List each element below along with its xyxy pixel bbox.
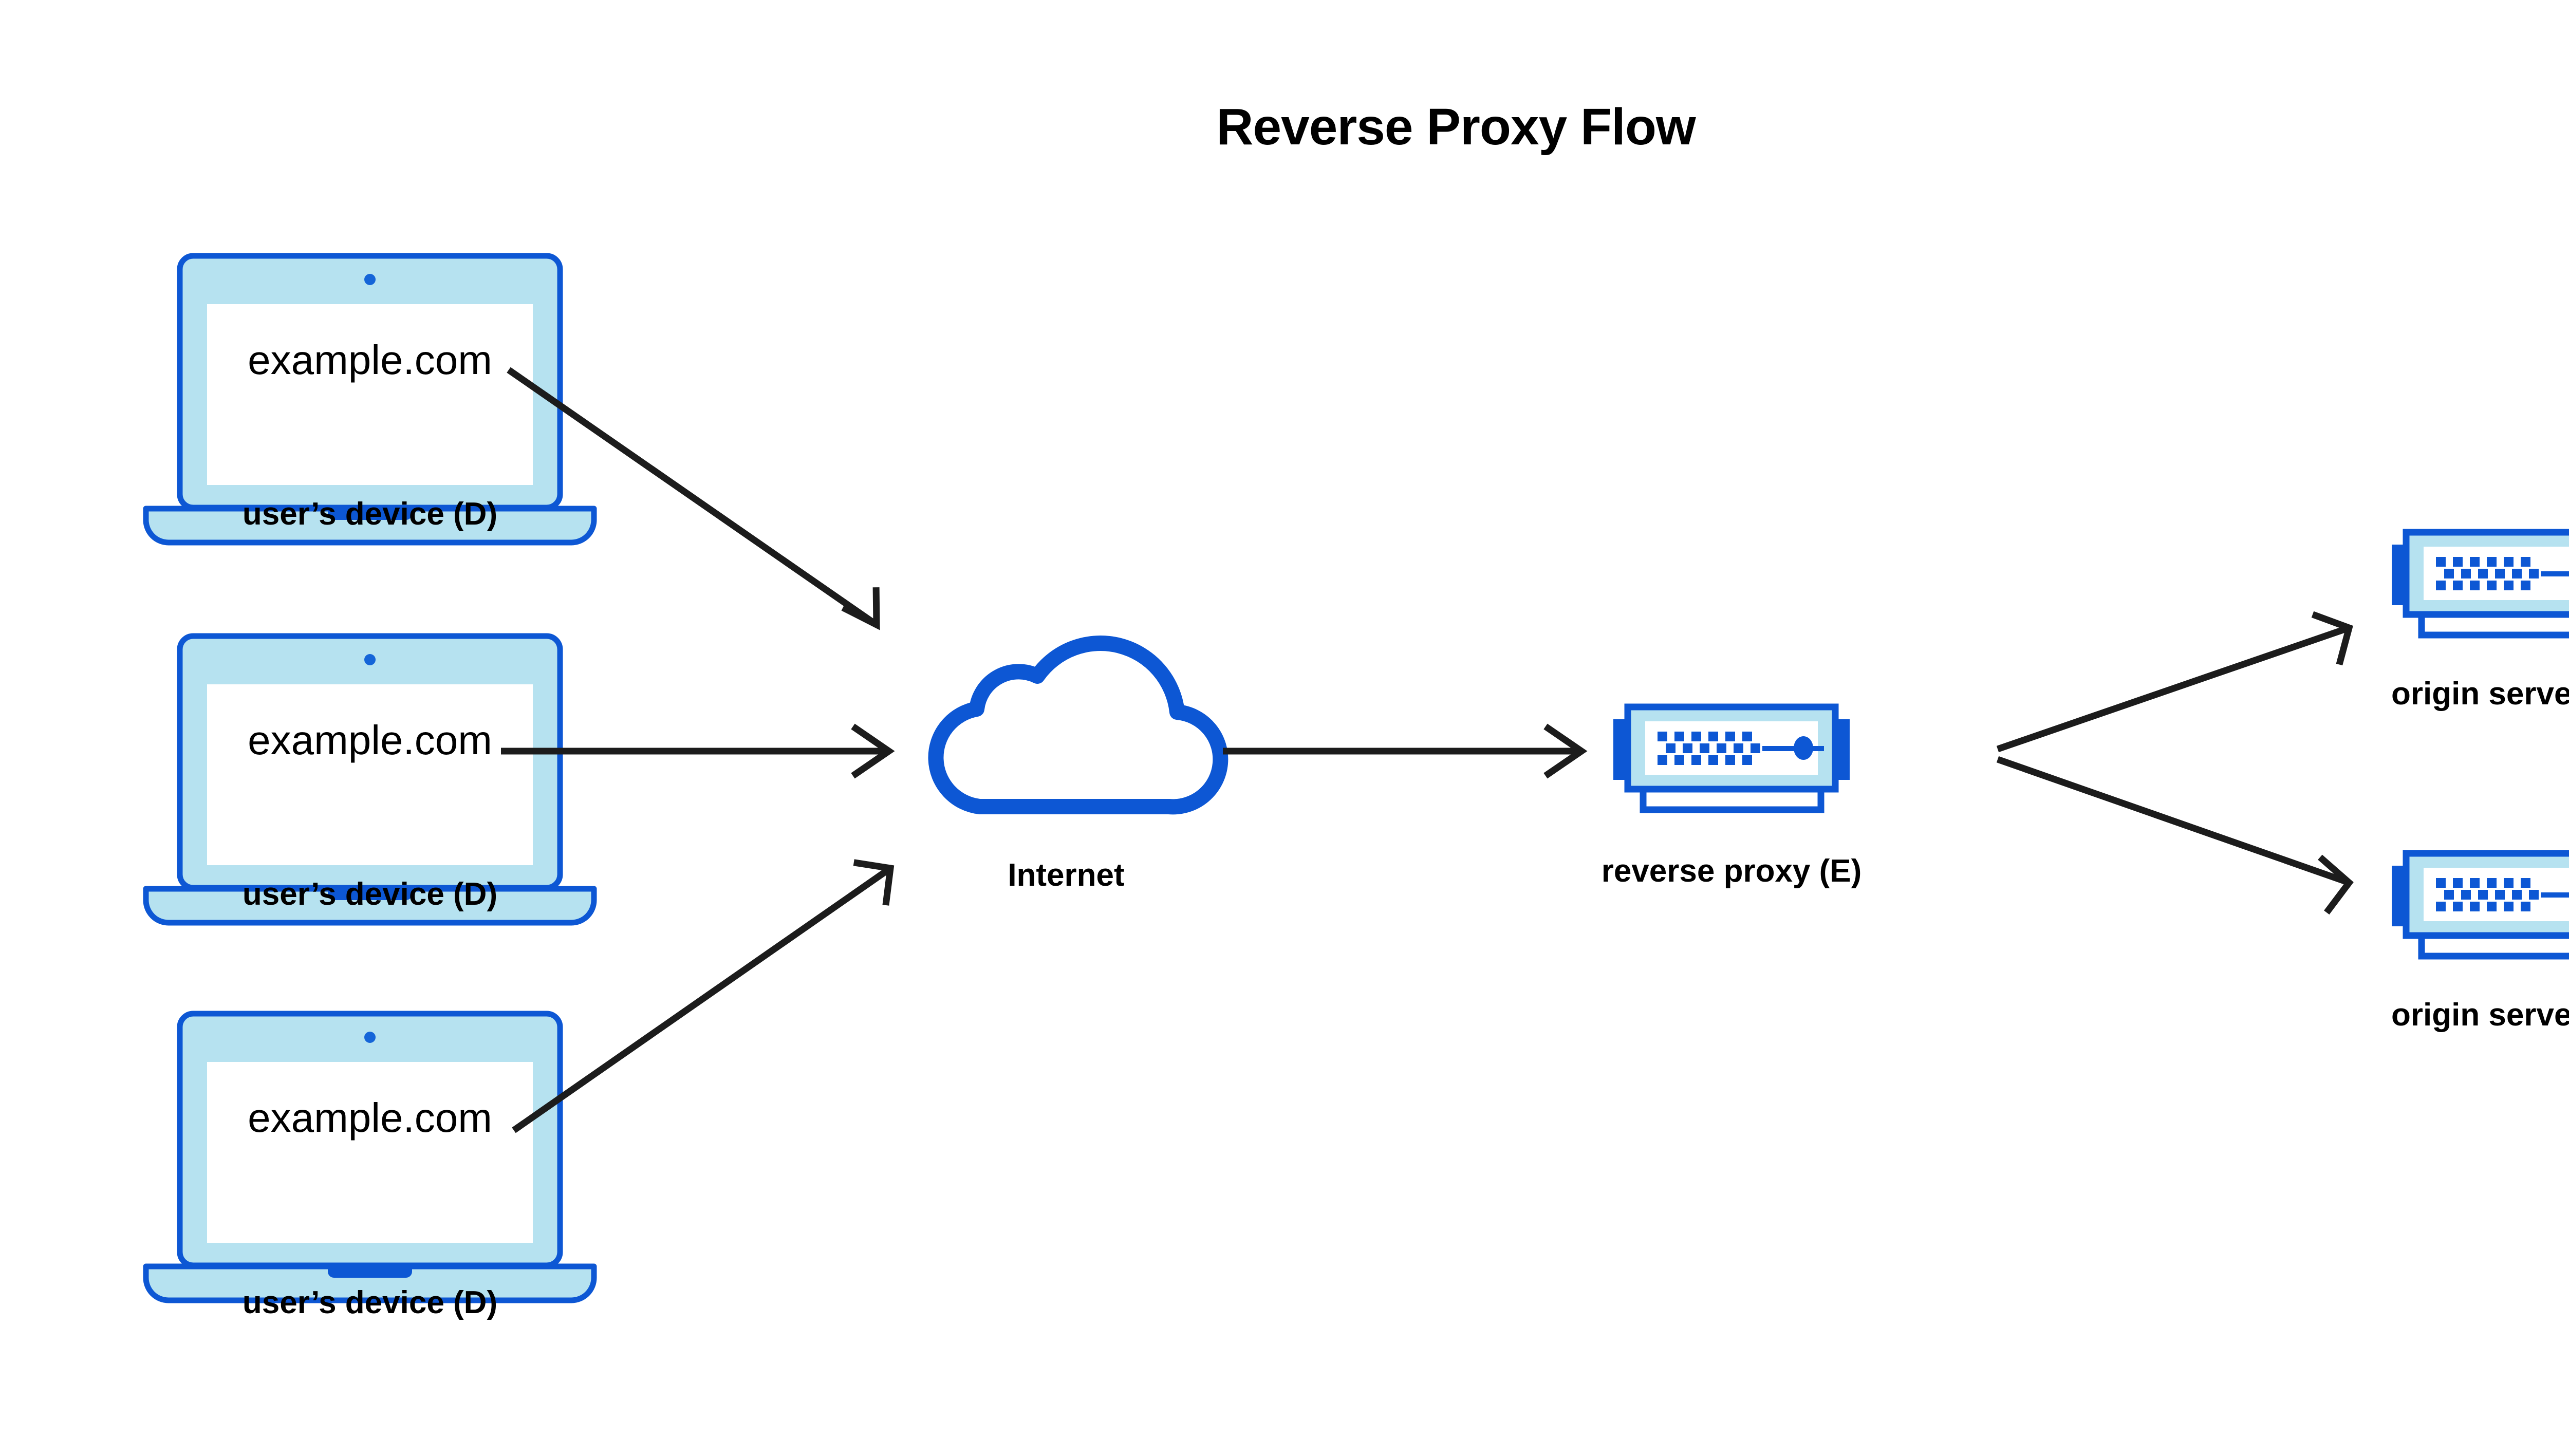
arrow-device1-to-internet (507, 367, 880, 630)
laptop-screen-text: example.com (248, 717, 492, 763)
device-label: user’s device (D) (242, 876, 498, 912)
proxy-label: reverse proxy (E) (1601, 853, 1862, 889)
cloud-icon (936, 643, 1220, 807)
internet-label: Internet (1008, 857, 1125, 893)
arrow-device2-to-internet (501, 723, 895, 779)
laptop-icon (146, 1014, 594, 1300)
arrow-internet-to-proxy (1223, 723, 1588, 779)
server-icon (1613, 707, 1850, 810)
server-icon (2392, 853, 2569, 956)
arrow-device3-to-internet (512, 859, 895, 1133)
laptop-screen-text: example.com (248, 337, 492, 383)
origin-label: origin server (F) (2391, 997, 2569, 1033)
laptop-screen-text: example.com (248, 1095, 492, 1141)
arrow-proxy-to-origin1 (1996, 611, 2353, 753)
arrow-proxy-to-origin2 (1996, 756, 2354, 915)
page-title: Reverse Proxy Flow (1216, 98, 1696, 156)
arrow-group (501, 367, 2354, 1133)
origin-label: origin server (F) (2391, 676, 2569, 712)
device-label: user’s device (D) (242, 1285, 498, 1320)
device-label: user’s device (D) (242, 496, 498, 532)
server-icon (2392, 532, 2569, 635)
